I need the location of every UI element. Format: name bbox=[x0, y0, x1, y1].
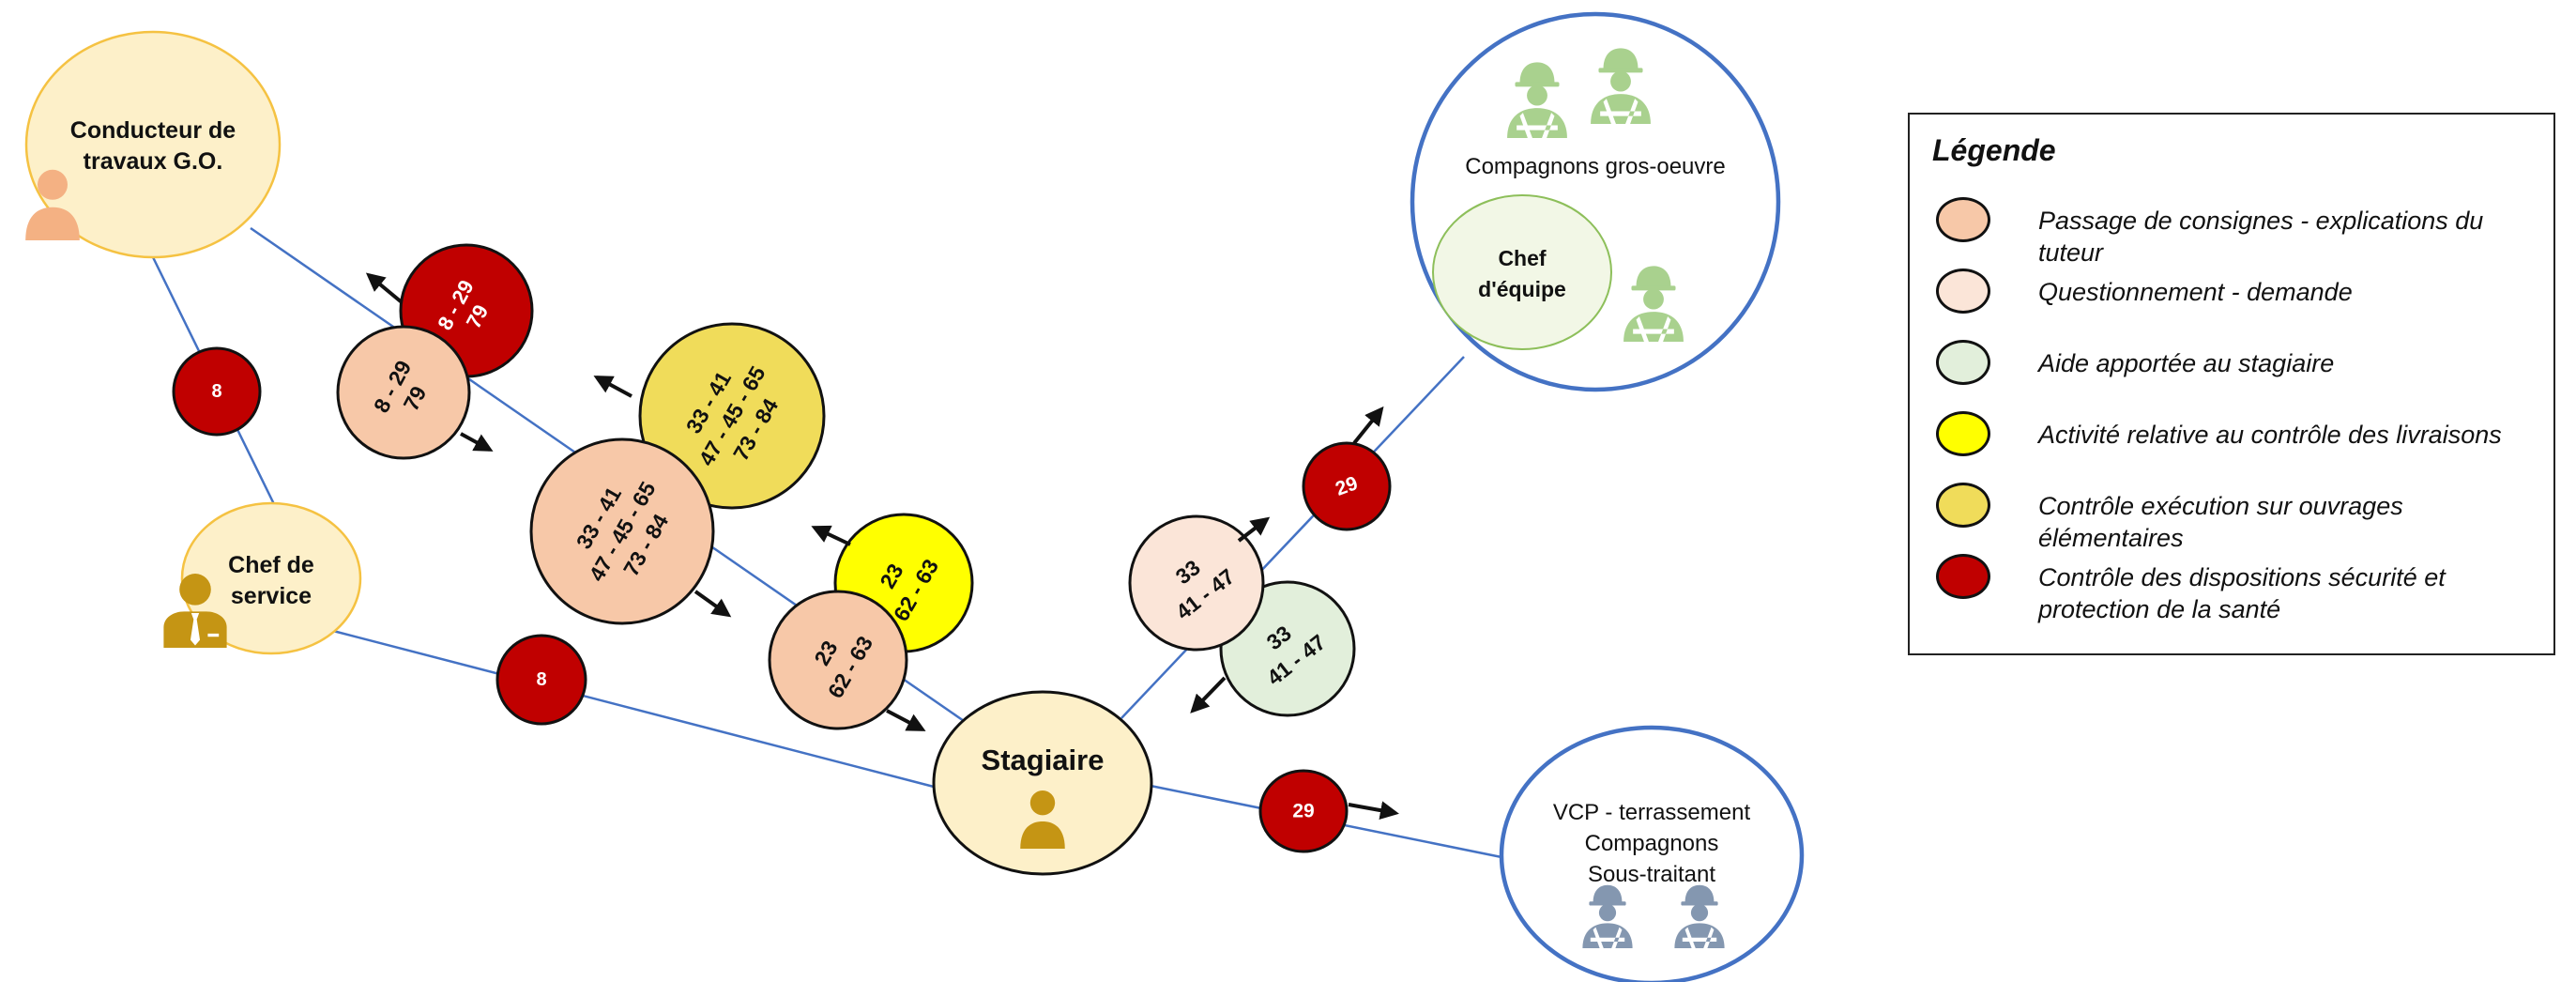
legend-swatch bbox=[1936, 340, 1990, 385]
group-vcp-label-2: Compagnons bbox=[1585, 831, 1719, 856]
bubble-shape bbox=[768, 590, 908, 730]
bubble-shape bbox=[172, 346, 262, 437]
direction-arrow bbox=[1348, 801, 1399, 821]
node-conducteur-label-2: travaux G.O. bbox=[84, 148, 223, 175]
legend-label: Contrôle des dispositions sécurité et pr… bbox=[2038, 563, 2446, 623]
bubble-label: 8 bbox=[536, 669, 546, 690]
node-vcp-terrassement[interactable]: VCP - terrassement Compagnons Sous-trait… bbox=[1499, 725, 1805, 982]
bubble-label: 8 bbox=[211, 381, 221, 402]
legend-item: Contrôle des dispositions sécurité et pr… bbox=[1910, 554, 2553, 623]
direction-arrow bbox=[1190, 676, 1227, 713]
legend-item: Activité relative au contrôle des livrai… bbox=[1910, 411, 2553, 477]
direction-arrow bbox=[365, 272, 404, 304]
legend-swatch bbox=[1936, 197, 1990, 242]
node-chef-equipe-shape bbox=[1432, 194, 1612, 350]
node-chef-equipe-label-1: Chef bbox=[1498, 246, 1546, 270]
legend-item: Contrôle exécution sur ouvrages élémenta… bbox=[1910, 483, 2553, 552]
line-chef-service-stagiaire bbox=[332, 629, 935, 789]
legend-label: Activité relative au contrôle des livrai… bbox=[2038, 421, 2502, 449]
node-stagiaire[interactable]: Stagiaire bbox=[932, 690, 1153, 876]
group-compagnons-go-label: Compagnons gros-oeuvre bbox=[1465, 154, 1726, 179]
node-stagiaire-label: Stagiaire bbox=[982, 744, 1105, 776]
direction-arrows bbox=[365, 272, 1399, 821]
legend-item: Aide apportée au stagiaire bbox=[1910, 340, 2553, 406]
direction-arrow bbox=[811, 525, 851, 546]
bubble-shape bbox=[638, 322, 826, 510]
legend-label: Passage de consignes - explications du t… bbox=[2038, 207, 2484, 267]
node-chef-service-label-1: Chef de bbox=[228, 552, 314, 578]
bubble-shape bbox=[529, 437, 715, 625]
legend-label: Aide apportée au stagiaire bbox=[2038, 349, 2335, 377]
group-vcp-label-1: VCP - terrassement bbox=[1553, 800, 1751, 825]
node-conducteur-label-1: Conducteur de bbox=[70, 117, 236, 144]
legend-item: Passage de consignes - explications du t… bbox=[1910, 197, 2553, 267]
legend-swatch bbox=[1936, 411, 1990, 456]
bubble-shape bbox=[1302, 441, 1392, 531]
legend-label: Questionnement - demande bbox=[2038, 278, 2353, 306]
node-compagnons-gros-oeuvre[interactable]: Compagnons gros-oeuvre Chef d'équipe bbox=[1410, 11, 1781, 392]
legend-label: Contrôle exécution sur ouvrages élémenta… bbox=[2038, 492, 2403, 552]
interaction-bubble-b8-top[interactable]: 8 bbox=[172, 346, 262, 437]
node-chef-service-label-2: service bbox=[231, 583, 312, 609]
legend-swatch bbox=[1936, 269, 1990, 314]
node-chef-de-service[interactable]: Chef de service bbox=[163, 501, 362, 655]
node-chef-service-shape bbox=[180, 501, 362, 655]
direction-arrow bbox=[886, 709, 926, 731]
direction-arrow bbox=[1352, 406, 1384, 445]
direction-arrow bbox=[694, 590, 732, 618]
interaction-bubble-b29-lower[interactable]: 29 bbox=[1258, 769, 1349, 853]
legend-swatch bbox=[1936, 483, 1990, 528]
direction-arrow bbox=[1237, 516, 1271, 543]
group-vcp-shape bbox=[1499, 725, 1805, 982]
line-stagiaire-compagnons bbox=[1120, 356, 1465, 719]
node-conducteur-shape bbox=[24, 30, 282, 259]
interaction-bubble-b8-bottom[interactable]: 8 bbox=[495, 634, 587, 726]
bubble-shape bbox=[1128, 514, 1265, 652]
interaction-bubble-b29-upper[interactable]: 29 bbox=[1302, 441, 1392, 531]
legend-item: Questionnement - demande bbox=[1910, 269, 2553, 334]
node-conducteur-travaux[interactable]: Conducteur de travaux G.O. bbox=[24, 30, 282, 259]
bubble-shape bbox=[1258, 769, 1349, 853]
bubble-shape bbox=[336, 325, 471, 460]
node-chef-equipe-label-2: d'équipe bbox=[1478, 277, 1566, 301]
group-vcp-label-3: Sous-traitant bbox=[1588, 862, 1715, 887]
legend-title: Légende bbox=[1932, 133, 2056, 167]
bubble-label: 29 bbox=[1292, 801, 1314, 822]
direction-arrow bbox=[593, 376, 633, 398]
connector-lines bbox=[151, 226, 1502, 859]
bubble-shape bbox=[495, 634, 587, 726]
direction-arrow bbox=[460, 432, 494, 452]
legend-swatch bbox=[1936, 554, 1990, 599]
legend: Légende Passage de consignes - explicati… bbox=[1908, 113, 2555, 655]
node-stagiaire-shape bbox=[932, 690, 1153, 876]
